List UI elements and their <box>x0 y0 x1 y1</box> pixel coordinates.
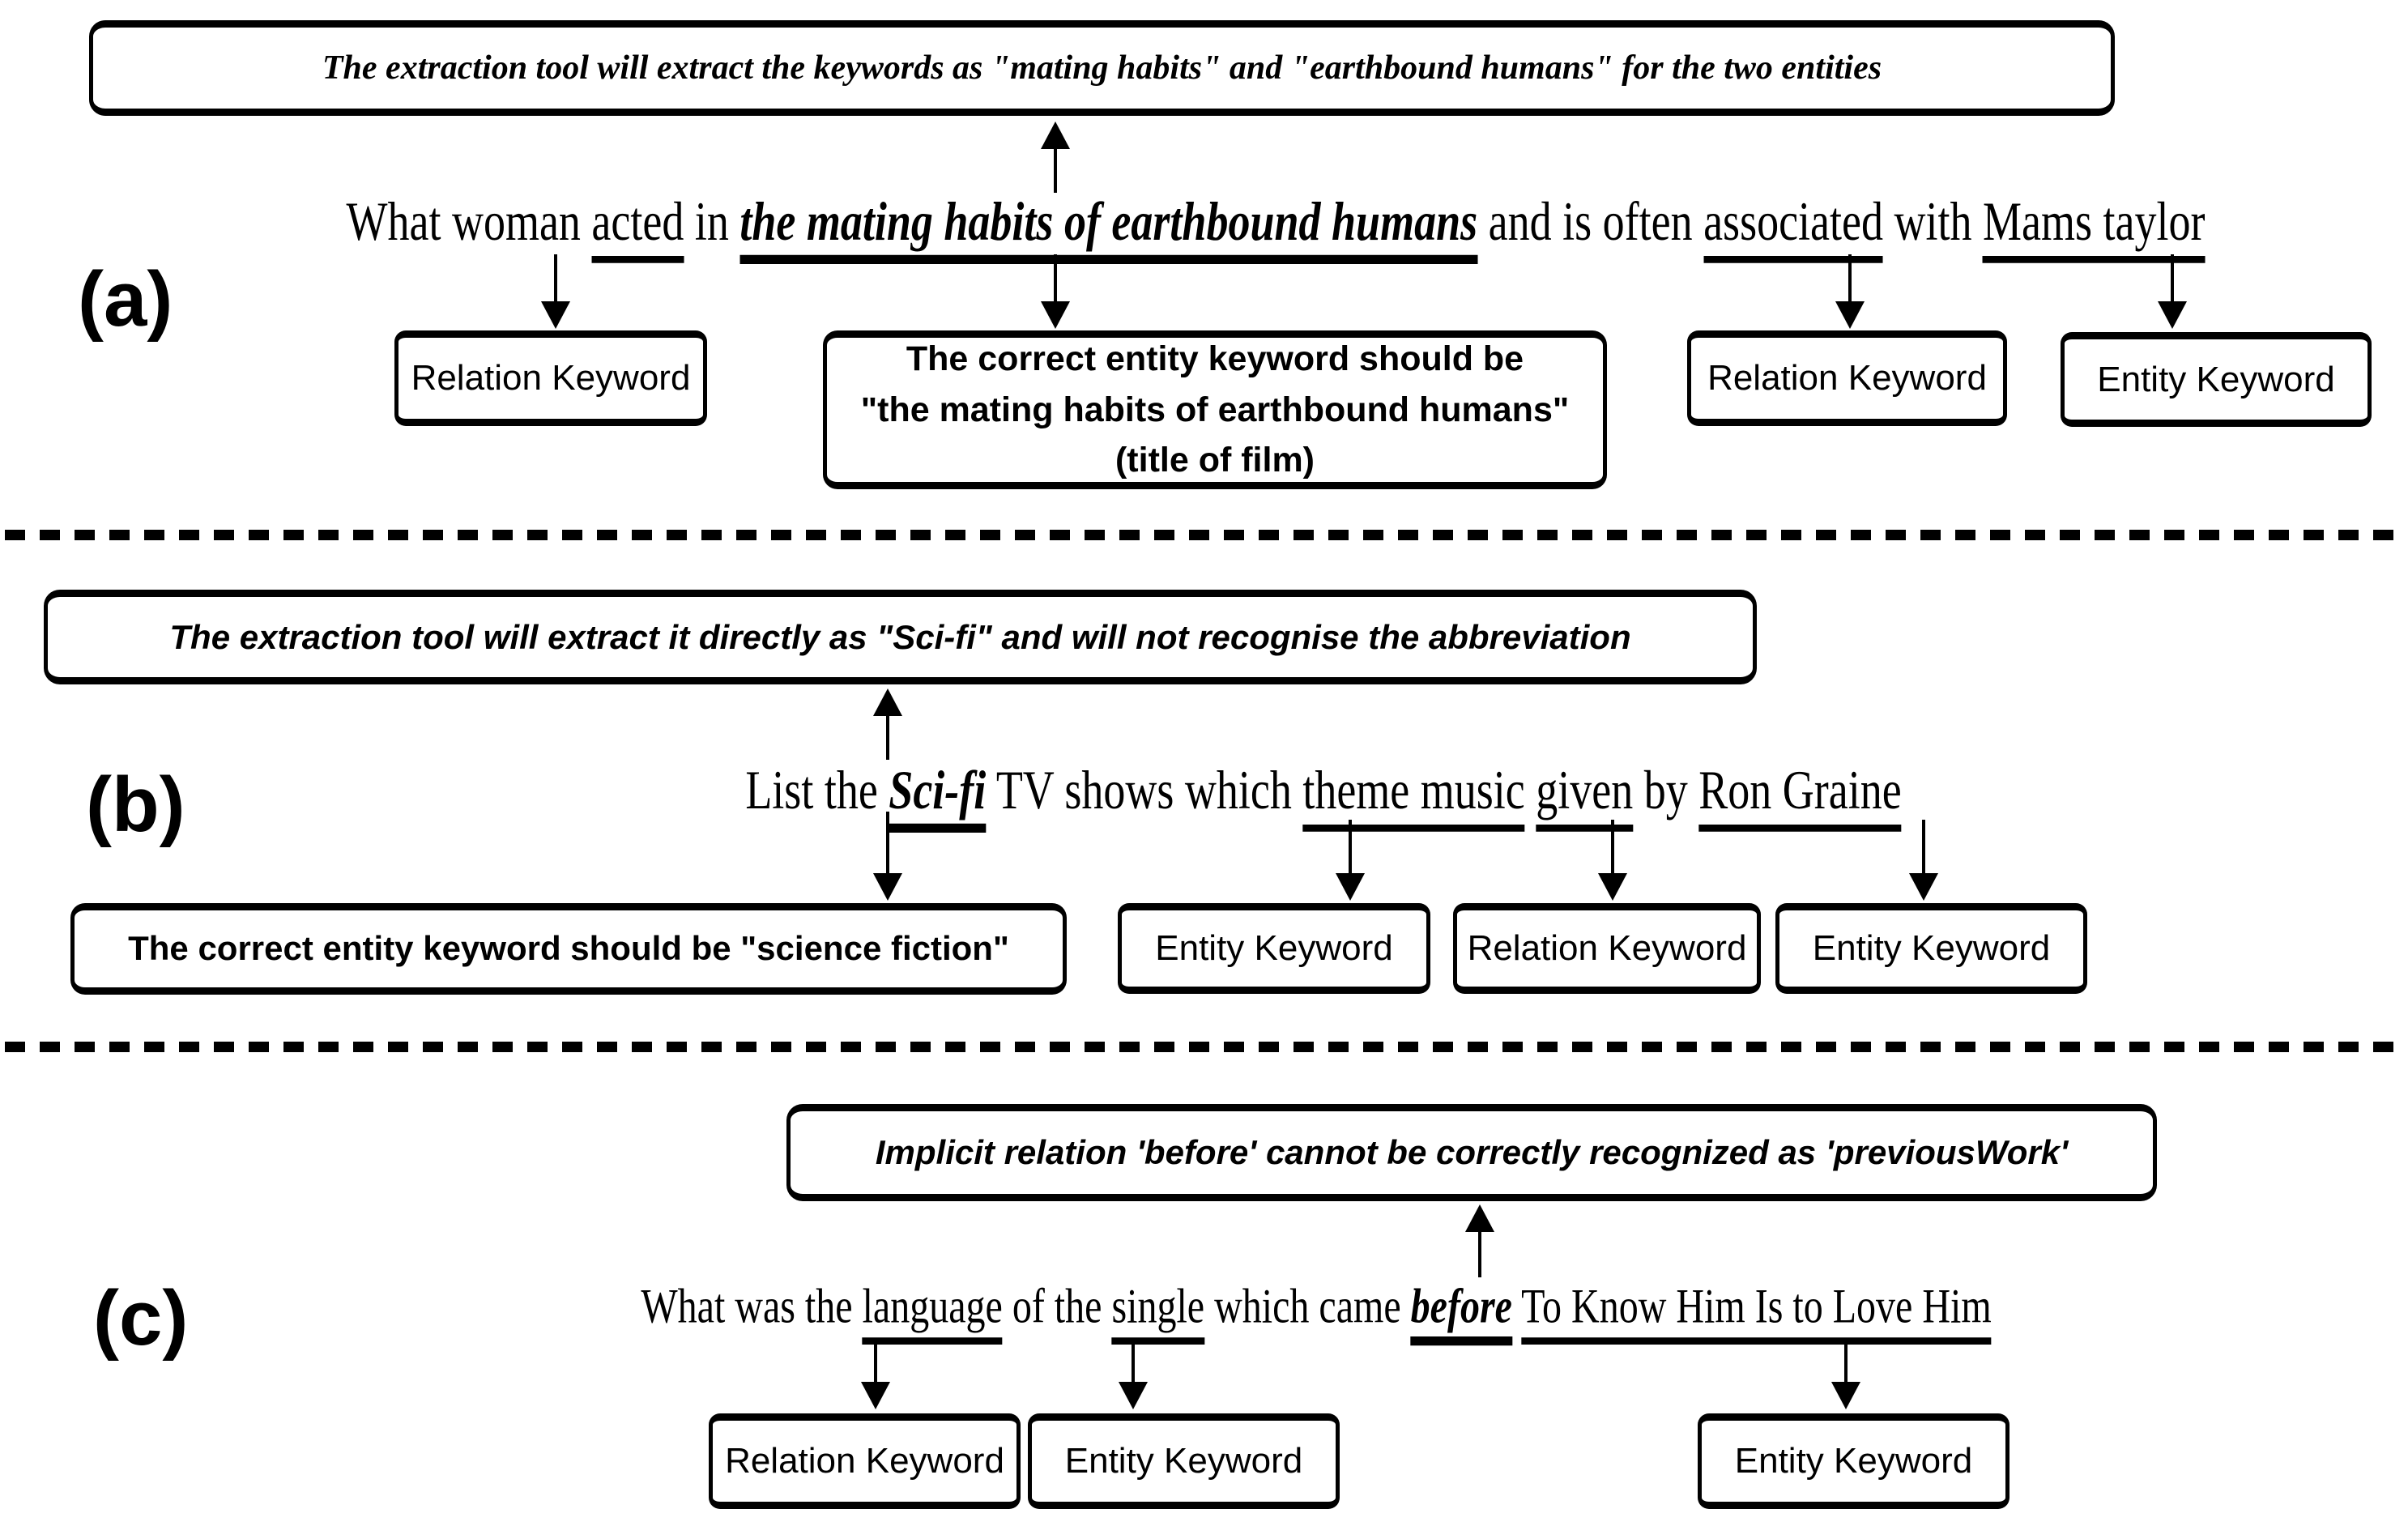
keyword-box-label: Entity Keyword <box>1734 1441 1973 1481</box>
section-label-a: (a) <box>78 256 173 343</box>
keyword-box: Entity Keyword <box>1775 903 2087 994</box>
dashed-divider <box>5 530 2403 540</box>
keyword-box: Entity Keyword <box>1028 1413 1340 1509</box>
keyword-box: Relation Keyword <box>1687 330 2007 426</box>
callout-box-c: Implicit relation 'before' cannot be cor… <box>786 1104 2157 1201</box>
section-label-c: (c) <box>93 1275 189 1362</box>
keyword-box: Relation Keyword <box>1453 903 1761 994</box>
underlined-keyword: Sci-fi <box>889 760 987 833</box>
question-b: List the Sci-fi TV shows which theme mus… <box>745 760 1902 833</box>
question-c: What was the language of the single whic… <box>641 1280 1992 1346</box>
keyword-box: Relation Keyword <box>709 1413 1021 1509</box>
note-box-line: The correct entity keyword should be <box>906 339 1524 379</box>
underlined-keyword: single <box>1111 1280 1205 1345</box>
callout-box-a: The extraction tool will extract the key… <box>89 20 2115 116</box>
underlined-keyword: before <box>1410 1280 1512 1346</box>
keyword-box-label: Entity Keyword <box>1155 928 1393 968</box>
question-text-segment <box>1512 1280 1521 1333</box>
underlined-keyword: language <box>862 1280 1003 1345</box>
keyword-box-label: Entity Keyword <box>1812 928 2051 968</box>
dashed-divider <box>5 1042 2403 1052</box>
question-text-segment <box>1525 760 1536 821</box>
underlined-keyword: acted <box>591 191 684 263</box>
keyword-box: Entity Keyword <box>2061 332 2372 427</box>
question-text-segment: List the <box>745 760 889 821</box>
keyword-box-label: Relation Keyword <box>725 1441 1004 1481</box>
note-box-line: (title of film) <box>1114 441 1315 480</box>
question-text-segment: of the <box>1002 1280 1112 1334</box>
underlined-keyword: To Know Him Is to Love Him <box>1521 1280 1992 1345</box>
keyword-box: Entity Keyword <box>1698 1413 2010 1509</box>
note-box-b: The correct entity keyword should be "sc… <box>70 903 1067 995</box>
callout-text-c: Implicit relation 'before' cannot be cor… <box>875 1133 2069 1171</box>
keyword-box-label: Relation Keyword <box>1467 928 1747 968</box>
keyword-box: Relation Keyword <box>394 330 707 426</box>
question-text-segment: by <box>1633 760 1699 821</box>
keyword-box-label: Relation Keyword <box>1707 358 1987 398</box>
note-box-line: "the mating habits of earthbound humans" <box>860 390 1570 429</box>
question-text-segment: What was the <box>641 1280 863 1334</box>
question-a: What woman acted in the mating habits of… <box>346 191 2206 264</box>
question-text-segment: with <box>1882 191 1984 252</box>
callout-text-a: The extraction tool will extract the key… <box>322 49 1882 87</box>
note-box-line: The correct entity keyword should be "sc… <box>128 929 1009 968</box>
question-text-segment: What woman <box>346 191 592 252</box>
keyword-box-label: Entity Keyword <box>1064 1441 1303 1481</box>
question-text-segment: in <box>684 191 740 252</box>
section-label-b: (b) <box>86 761 185 848</box>
underlined-keyword: Mams taylor <box>1983 191 2206 263</box>
keyword-box-label: Entity Keyword <box>2097 359 2335 399</box>
callout-text-b: The extraction tool will extract it dire… <box>169 617 1631 656</box>
question-text-segment: and is often <box>1477 191 1704 252</box>
question-text-segment: which came <box>1204 1280 1411 1334</box>
underlined-keyword: theme music <box>1302 760 1525 832</box>
keyword-box: Entity Keyword <box>1118 903 1430 994</box>
question-text-segment: TV shows which <box>986 760 1303 821</box>
underlined-keyword: given <box>1536 760 1634 832</box>
underlined-keyword: associated <box>1703 191 1883 263</box>
callout-box-b: The extraction tool will extract it dire… <box>44 590 1757 684</box>
underlined-keyword: Ron Graine <box>1698 760 1902 832</box>
keyword-box-label: Relation Keyword <box>411 358 691 398</box>
note-box-a: The correct entity keyword should be "the… <box>823 330 1607 489</box>
underlined-keyword: the mating habits of earthbound humans <box>739 191 1478 264</box>
